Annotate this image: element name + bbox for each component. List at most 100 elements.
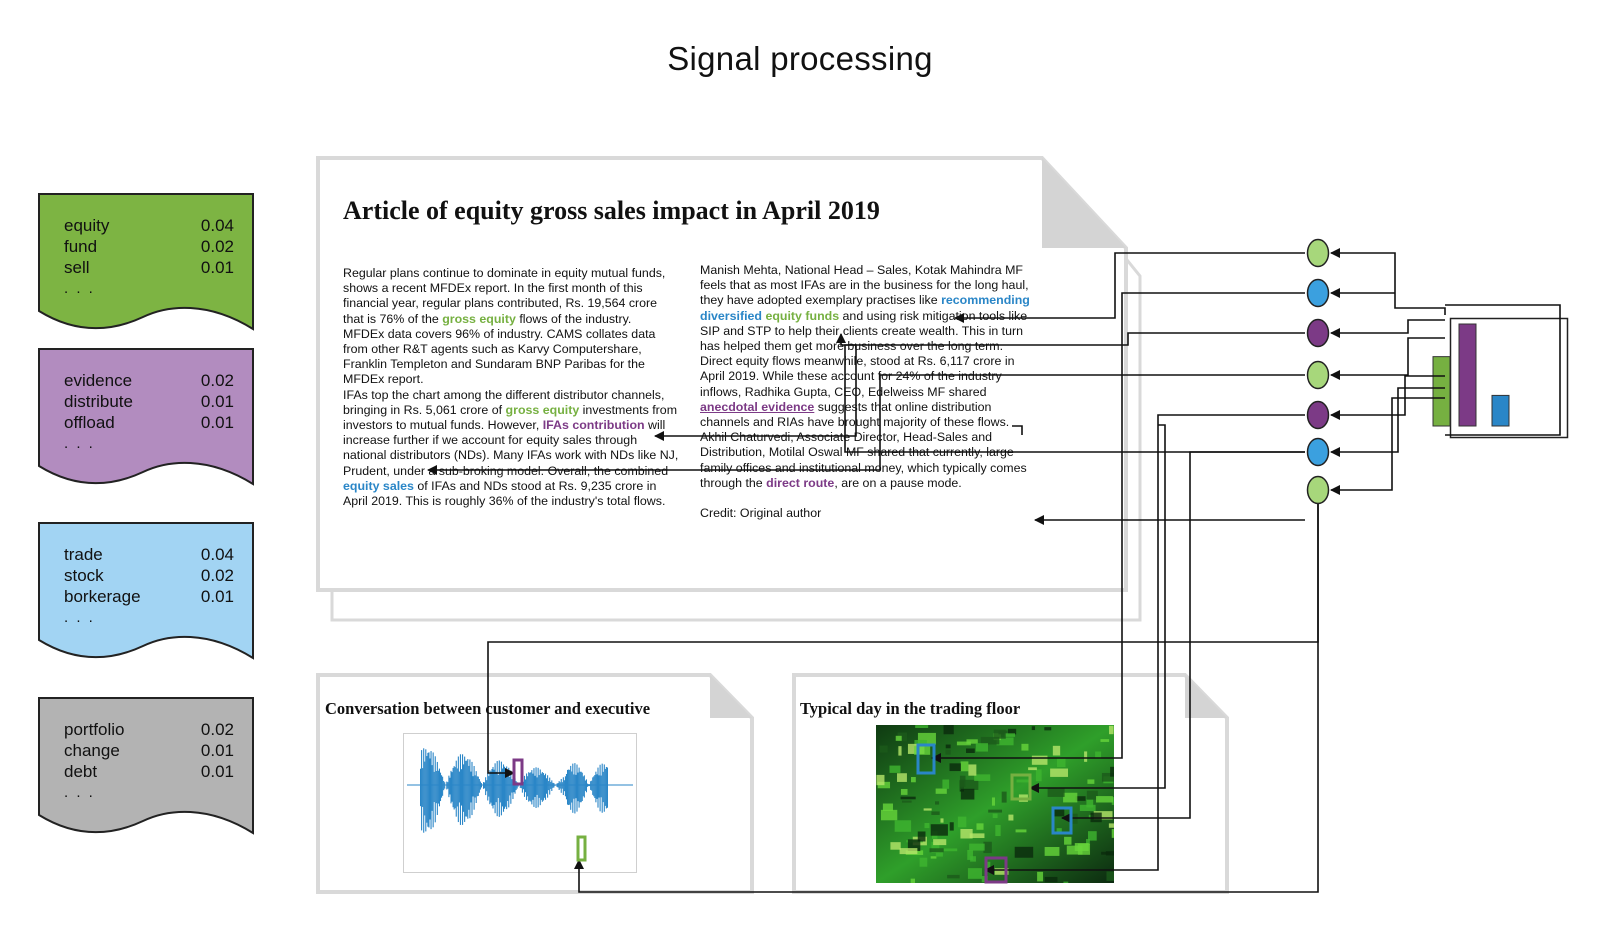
texture-block	[924, 822, 930, 829]
texture-block	[970, 856, 976, 862]
texture-block	[992, 813, 998, 819]
texture-block	[930, 824, 948, 836]
texture-block	[1087, 779, 1095, 784]
texture-block	[879, 745, 888, 753]
texture-block	[1034, 870, 1039, 875]
topic-weight: 0.02	[200, 720, 234, 739]
texture-block	[974, 774, 991, 781]
keyword-gross-equity-2[interactable]: gross equity	[505, 402, 580, 417]
texture-block	[1100, 739, 1110, 742]
text-run: suggests that online distribution channe…	[700, 399, 1010, 430]
hist-to-node-5	[1330, 375, 1445, 420]
article-paragraph: MFDEx data covers 96% of industry. CAMS …	[343, 326, 656, 387]
article-paragraph: Direct equity flows meanwhile, stood at …	[700, 354, 1030, 430]
texture-block	[935, 848, 943, 857]
topic-word: evidence	[64, 371, 133, 390]
signal-node-green[interactable]	[1306, 475, 1330, 505]
signal-node-purple[interactable]	[1306, 400, 1330, 430]
texture-block	[996, 737, 1014, 746]
topic-ellipsis: . . .	[64, 280, 95, 297]
article-paragraph: Manish Mehta, National Head – Sales, Kot…	[700, 263, 1030, 354]
texture-block	[991, 797, 996, 806]
keyword-equity-funds[interactable]: equity funds	[765, 308, 840, 323]
texture-block	[917, 831, 926, 842]
node-to-ifas	[427, 374, 1305, 475]
texture-block	[898, 746, 902, 756]
keyword-anecdotal-evidence[interactable]: anecdotal evidence	[700, 399, 815, 414]
texture-block	[1111, 829, 1114, 838]
texture-block	[914, 746, 931, 755]
text-run: will increase further if we account for …	[343, 418, 679, 478]
topic-weight: 0.01	[200, 741, 234, 760]
keyword-direct-route[interactable]: direct route	[766, 475, 835, 490]
keyword-equity-sales[interactable]: equity sales	[343, 478, 414, 493]
texture-block	[935, 801, 940, 805]
article-credit: Credit: Original author	[700, 506, 822, 521]
image-marker-blue-1	[916, 743, 936, 775]
node-to-audio-green	[574, 502, 1319, 893]
annotation-tick	[1012, 425, 1023, 435]
keyword-recommending-diversified[interactable]: recommending diversified	[700, 293, 1030, 323]
topic-card-shape	[38, 522, 254, 660]
texture-block	[1066, 845, 1083, 855]
audio-waveform	[403, 733, 637, 873]
texture-block	[943, 725, 954, 735]
signal-node-blue[interactable]	[1306, 278, 1330, 308]
topic-word: change	[64, 741, 120, 760]
signal-node-blue[interactable]	[1306, 437, 1330, 467]
texture-block	[949, 822, 954, 831]
signal-node-green[interactable]	[1306, 360, 1330, 390]
texture-block	[1093, 811, 1113, 820]
histogram-bar-purple	[1458, 323, 1477, 427]
texture-block	[931, 811, 940, 815]
topic-word: offload	[64, 413, 115, 432]
texture-block	[1110, 766, 1114, 777]
texture-block	[976, 823, 984, 830]
texture-block	[1108, 823, 1114, 828]
topic-word: trade	[64, 545, 103, 564]
keyword-gross-equity[interactable]: gross equity	[442, 311, 516, 326]
texture-block	[1037, 871, 1044, 882]
texture-block	[949, 763, 961, 772]
image-marker-blue-2	[1051, 806, 1073, 835]
texture-block	[900, 796, 916, 800]
audio-page-fold	[710, 675, 752, 718]
article-page	[316, 156, 1128, 592]
texture-block	[1084, 751, 1088, 762]
texture-block	[1044, 727, 1052, 731]
node-to-gross-equity	[654, 344, 1305, 453]
histogram-bar-blue	[1491, 394, 1510, 427]
texture-block	[960, 828, 973, 839]
texture-block	[1007, 728, 1017, 735]
signal-node-purple[interactable]	[1306, 318, 1330, 348]
texture-block	[1063, 792, 1078, 803]
texture-block	[966, 739, 978, 744]
texture-block	[975, 743, 989, 752]
text-run: investments from investors to mutual fun…	[343, 402, 678, 433]
texture-block	[899, 848, 918, 855]
hist-to-node-7	[1330, 397, 1445, 495]
text-run: and using risk mitigation tools like SIP…	[700, 308, 1028, 354]
histogram-bar-green	[1432, 356, 1451, 427]
topic-ellipsis: . . .	[64, 435, 95, 452]
signal-node-green[interactable]	[1306, 238, 1330, 268]
topic-card-shape	[38, 697, 254, 835]
topic-word: distribute	[64, 392, 133, 411]
keyword-ifas-contribution[interactable]: IFAs contribution	[542, 418, 645, 433]
image-page-fold	[1185, 675, 1227, 718]
texture-block	[1050, 768, 1069, 777]
texture-block	[943, 848, 958, 852]
topic-word: equity	[64, 216, 110, 235]
topic-weight: 0.02	[200, 237, 234, 256]
texture-block	[994, 868, 1009, 875]
topic-word: stock	[64, 566, 104, 585]
topic-word: borkerage	[64, 587, 141, 606]
texture-block	[942, 779, 950, 789]
texture-block	[1095, 751, 1102, 759]
texture-block	[1035, 769, 1042, 782]
texture-block	[1044, 876, 1058, 883]
topic-word: fund	[64, 237, 98, 256]
